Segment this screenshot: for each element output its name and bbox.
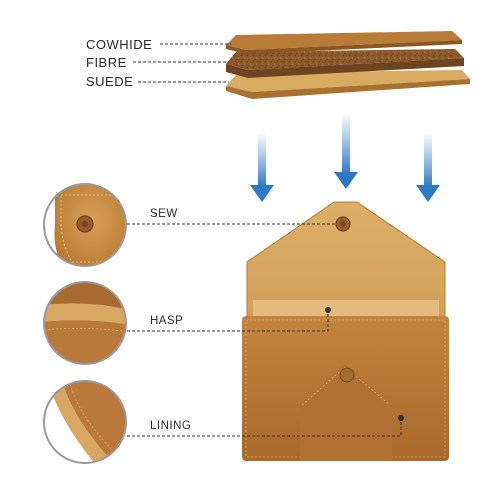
down-arrow-icon [250, 132, 274, 202]
detail-circle-hasp [43, 281, 127, 365]
down-arrow-icon [416, 132, 440, 202]
lining-callout-line [127, 420, 402, 437]
suede-label: SUEDE [86, 74, 134, 89]
fibre-layer [226, 49, 464, 70]
sew-label: SEW [150, 208, 178, 220]
layer-stack [226, 31, 470, 99]
pin-marker-icon [398, 415, 404, 421]
detail-circle-sew [43, 183, 127, 267]
pin-marker-icon [325, 307, 331, 313]
detail-circle-lining [43, 380, 127, 464]
cowhide-layer-edge [226, 40, 462, 54]
suede-layer-edge [226, 79, 470, 99]
hasp-label: HASP [150, 315, 184, 327]
hasp-callout-line [127, 312, 329, 332]
down-arrow-icon [334, 112, 358, 189]
fibre-layer-edge [226, 58, 464, 78]
lining-label: LINING [150, 420, 192, 432]
cowhide-layer [226, 31, 462, 50]
pocket-inner [253, 300, 439, 320]
fibre-label: FIBRE [86, 55, 127, 70]
cowhide-label: COWHIDE [86, 37, 153, 52]
arrows [250, 112, 440, 202]
snap-button-icon [339, 367, 355, 383]
